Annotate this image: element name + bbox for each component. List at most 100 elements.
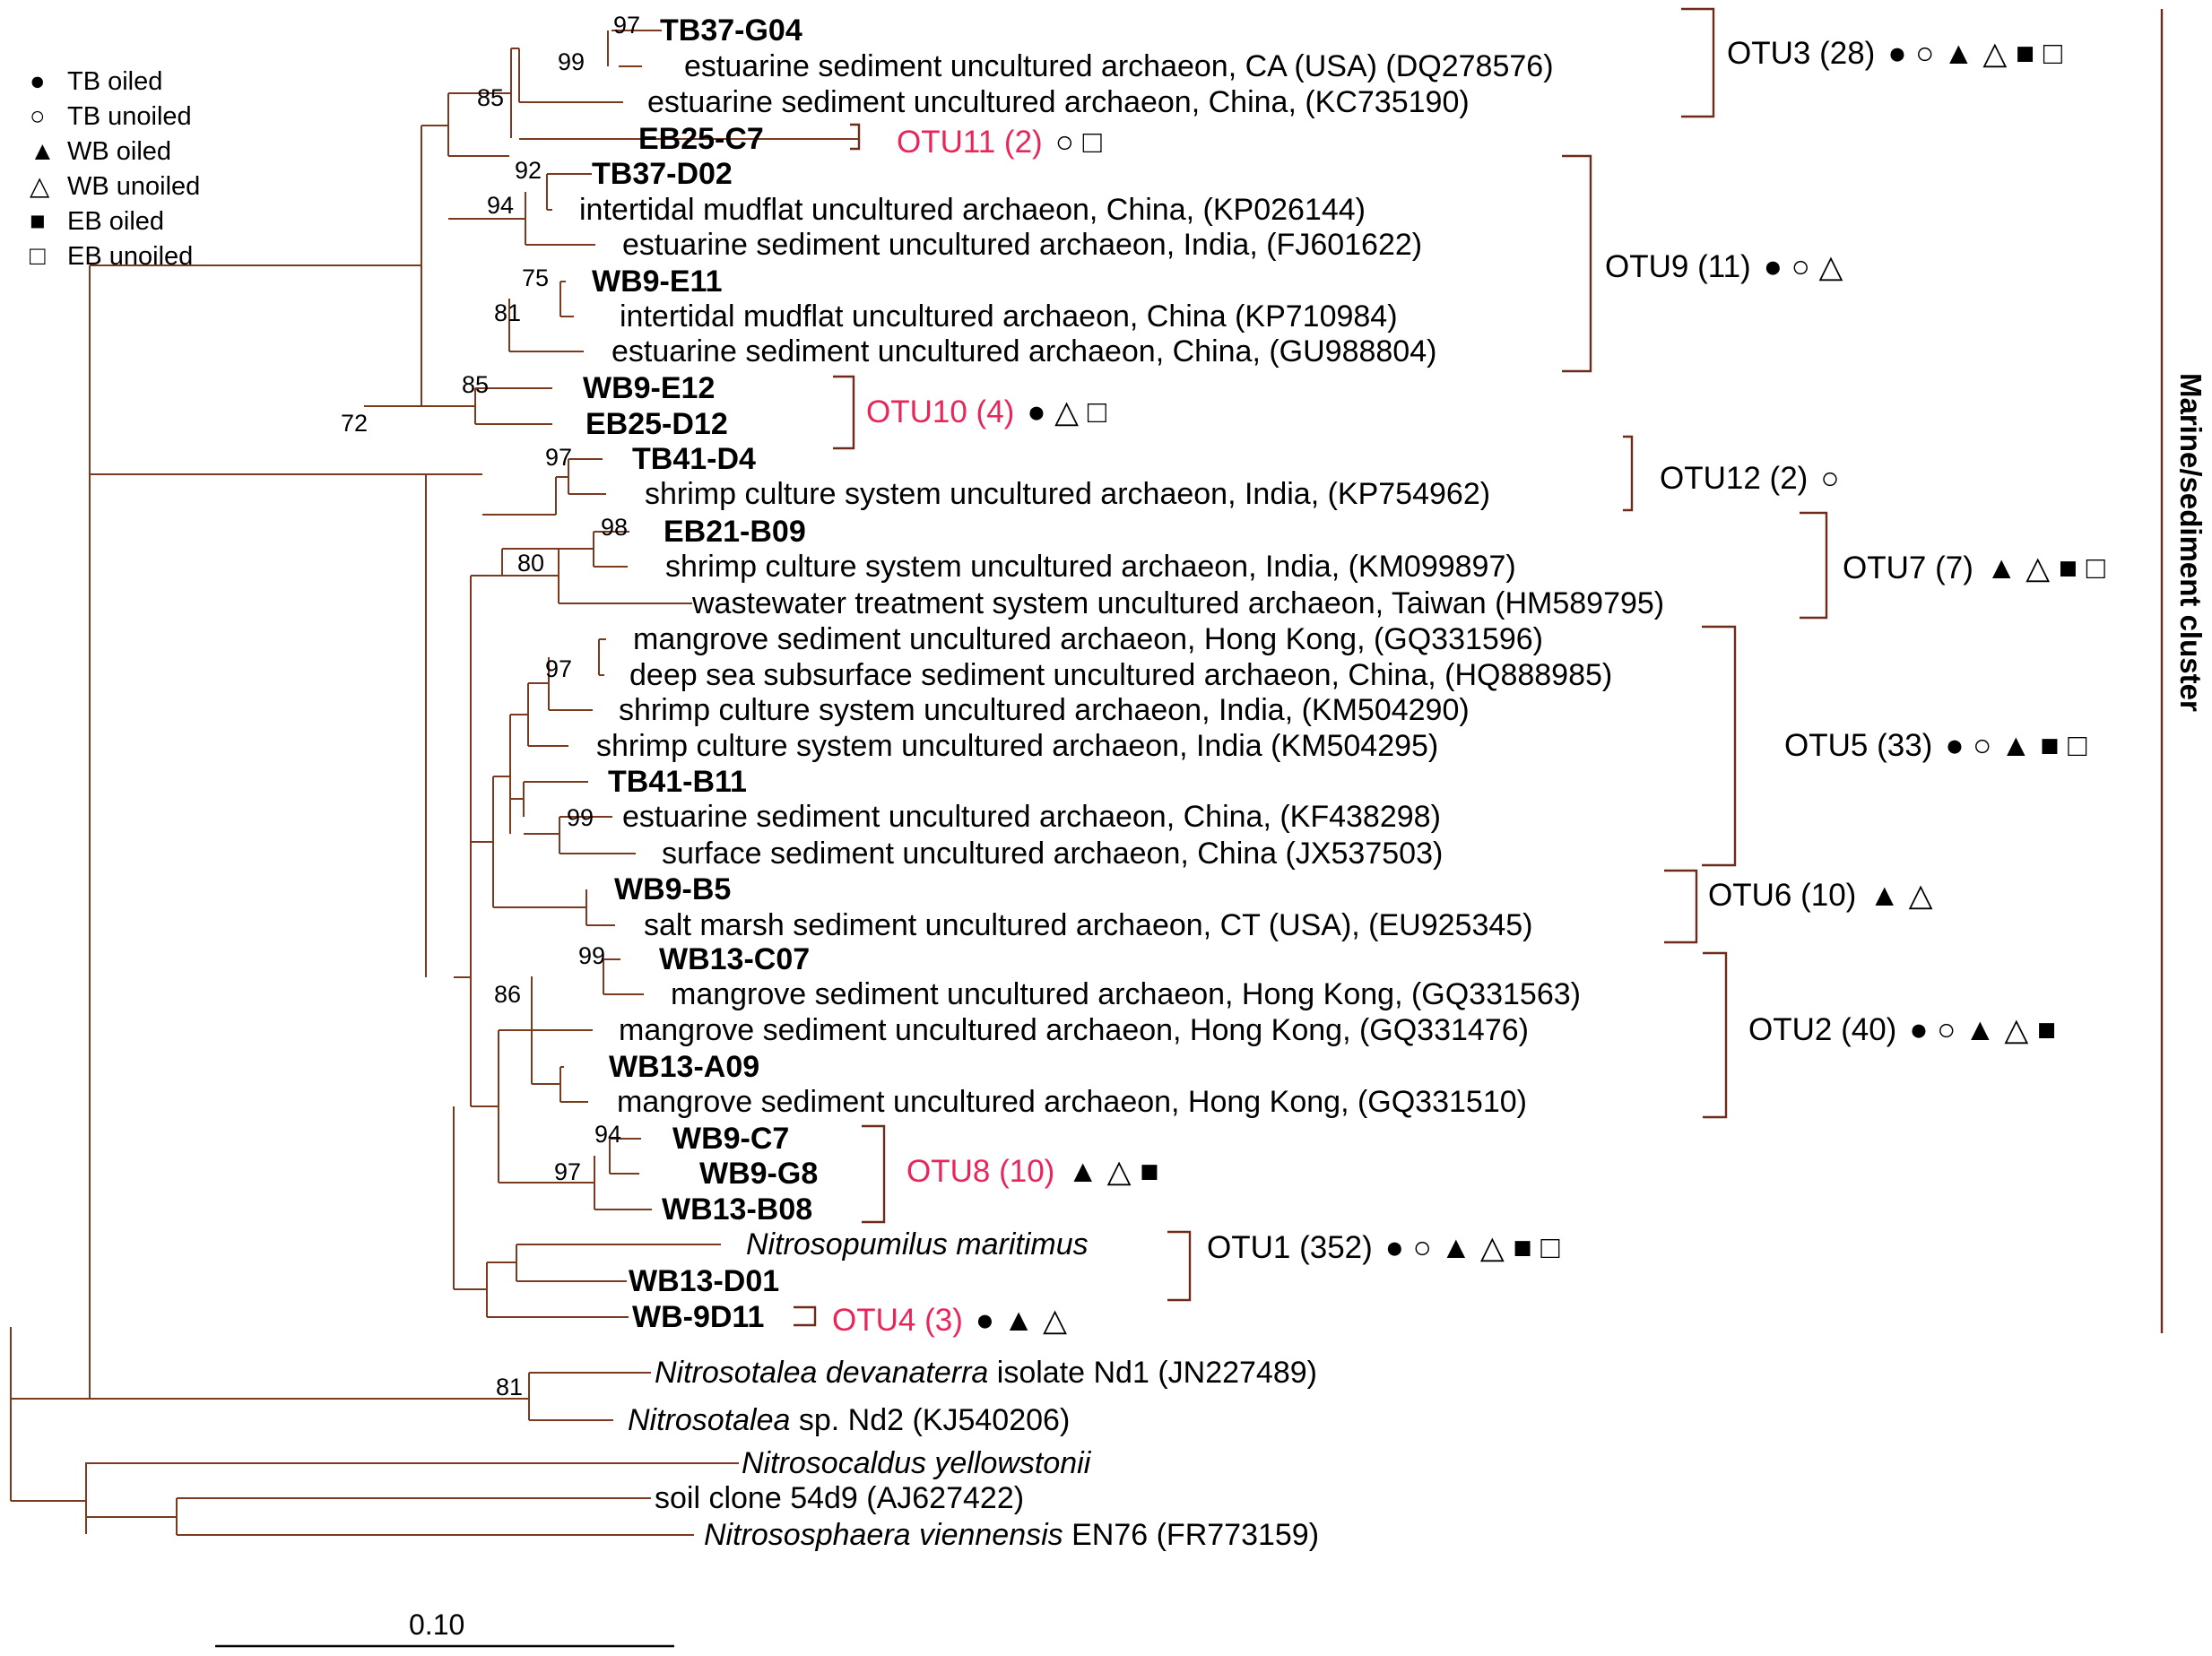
otu-label: OTU4 (3) ● ▲ △ — [832, 1303, 1067, 1338]
leaf-label: mangrove sediment uncultured archaeon, H… — [671, 977, 1581, 1011]
legend-symbol: ○ — [30, 102, 46, 131]
leaf-label-part: WB9-B5 — [614, 872, 731, 906]
leaf-label: estuarine sediment uncultured archaeon, … — [622, 800, 1441, 834]
leaf-label-part: EB21-B09 — [664, 515, 806, 549]
leaf-label-part: mangrove sediment uncultured archaeon, H… — [617, 1085, 1527, 1119]
otu-label: OTU11 (2)○ □ — [897, 125, 1102, 160]
leaf-label: estuarine sediment uncultured archaeon, … — [647, 85, 1470, 119]
leaf-label-part: estuarine sediment uncultured archaeon, … — [622, 800, 1441, 834]
leaf-label-part: Nitrosocaldus yellowstonii — [742, 1446, 1092, 1480]
otu-bracket — [1623, 435, 1634, 512]
otu-symbols: ○ — [1820, 461, 1839, 496]
legend-label: WB oiled — [67, 137, 171, 166]
leaf-label-part: EB25-C7 — [638, 122, 764, 156]
bootstrap-value: 81 — [496, 1374, 523, 1400]
bootstrap-value: 97 — [545, 655, 572, 682]
otu-label: OTU8 (10)▲ △ ■ — [906, 1154, 1158, 1189]
leaf-label: Nitrosotalea sp. Nd2 (KJ540206) — [628, 1403, 1070, 1437]
leaf-label-part: WB9-E12 — [583, 371, 715, 405]
otu-label: OTU9 (11) ● ○ △ — [1605, 249, 1843, 284]
bootstrap-value: 94 — [487, 192, 514, 219]
bootstrap-value: 81 — [494, 299, 521, 326]
legend-symbol: ▲ — [30, 137, 56, 166]
otu-name: OTU12 (2) — [1660, 461, 1808, 496]
legend-symbol: □ — [30, 242, 46, 271]
otu-name: OTU10 (4) — [866, 394, 1014, 429]
tree-branches — [10, 30, 859, 1536]
bootstrap-value: 94 — [594, 1121, 621, 1148]
leaf-label-part: shrimp culture system uncultured archaeo… — [665, 550, 1516, 584]
otu-symbols: ● ○ △ — [1764, 249, 1843, 284]
otu-symbols: ▲ △ — [1869, 878, 1932, 913]
otu-label: OTU2 (40)● ○ ▲ △ ■ — [1748, 1012, 2056, 1047]
otu-name: OTU9 (11) — [1605, 249, 1751, 284]
legend: ●TB oiled○TB unoiled▲WB oiled△WB unoiled… — [30, 67, 200, 271]
legend-symbol: ● — [30, 67, 46, 96]
leaf-label-part: wastewater treatment system uncultured a… — [691, 586, 1664, 620]
leaf-label-part: sp. Nd2 (KJ540206) — [790, 1403, 1070, 1437]
leaf-label: WB13-A09 — [609, 1050, 759, 1084]
leaf-label: estuarine sediment uncultured archaeon, … — [684, 49, 1554, 83]
otu-symbols: ● ○ ▲ △ ■ — [1909, 1012, 2056, 1047]
leaf-label: EB21-B09 — [664, 515, 806, 549]
otu-bracket — [1702, 625, 1737, 867]
leaf-label-part: shrimp culture system uncultured archaeo… — [596, 729, 1438, 763]
otu-label: OTU3 (28) ● ○ ▲ △ ■ □ — [1727, 36, 2062, 71]
otu-symbols: ▲ △ ■ □ — [1986, 551, 2105, 585]
leaf-label-part: TB41-D4 — [632, 442, 756, 476]
leaf-label-part: WB13-A09 — [609, 1050, 759, 1084]
scale-label: 0.10 — [409, 1608, 464, 1641]
leaf-label-part: WB-9D11 — [632, 1300, 764, 1334]
leaf-label-part: Nitrosotalea — [628, 1403, 790, 1437]
leaf-label: WB9-G8 — [699, 1157, 818, 1191]
leaf-label: WB9-E11 — [592, 264, 723, 299]
otu-bracket — [1681, 7, 1715, 118]
leaf-label: Nitrosopumilus maritimus — [746, 1227, 1089, 1262]
otu-symbols: ● △ □ — [1027, 394, 1106, 429]
leaf-label: WB13-C07 — [659, 942, 810, 976]
leaf-label-part: TB41-B11 — [608, 765, 747, 799]
leaf-label: EB25-C7 — [638, 122, 764, 156]
leaf-label: WB9-C7 — [672, 1122, 789, 1156]
leaf-label-part: mangrove sediment uncultured archaeon, H… — [619, 1013, 1529, 1047]
otu-symbols: ● ○ ▲ ■ □ — [1945, 728, 2086, 763]
bootstrap-value: 85 — [477, 84, 504, 111]
leaf-label: estuarine sediment uncultured archaeon, … — [612, 334, 1436, 368]
bootstrap-value: 80 — [517, 550, 544, 577]
leaf-label-part: EN76 (FR773159) — [1063, 1518, 1319, 1552]
leaf-label-part: Nitrosotalea devanaterra — [655, 1356, 988, 1390]
otu-symbols: ● ○ ▲ △ ■ □ — [1887, 36, 2062, 71]
leaf-label: shrimp culture system uncultured archaeo… — [665, 550, 1516, 584]
otu-labels: OTU3 (28) ● ○ ▲ △ ■ □ OTU11 (2)○ □ OTU9 (11… — [832, 36, 2105, 1338]
leaf-label: shrimp culture system uncultured archaeo… — [619, 693, 1470, 727]
otu-name: OTU1 (352) — [1207, 1230, 1373, 1265]
otu-label: OTU5 (33)● ○ ▲ ■ □ — [1784, 728, 2086, 763]
leaf-label-part: WB9-G8 — [699, 1157, 818, 1191]
otu-symbols: ○ □ — [1055, 125, 1102, 160]
leaf-label: salt marsh sediment uncultured archaeon,… — [644, 908, 1533, 942]
leaf-label-part: Nitrosopumilus maritimus — [746, 1227, 1089, 1262]
bootstrap-value: 92 — [515, 157, 542, 184]
leaf-label-part: WB9-C7 — [672, 1122, 789, 1156]
otu-bracket — [1167, 1230, 1192, 1302]
leaf-label-part: surface sediment uncultured archaeon, Ch… — [662, 837, 1443, 871]
bootstrap-value: 99 — [558, 48, 585, 75]
otu-bracket — [1703, 951, 1728, 1119]
otu-brackets — [794, 7, 1828, 1327]
leaf-label-part: mangrove sediment uncultured archaeon, H… — [633, 622, 1543, 656]
legend-label: TB oiled — [67, 67, 162, 96]
legend-label: EB oiled — [67, 207, 164, 236]
leaf-label-part: TB37-D02 — [592, 157, 733, 191]
otu-name: OTU3 (28) — [1727, 36, 1875, 71]
otu-symbols: ● ▲ △ — [976, 1303, 1067, 1338]
otu-name: OTU4 (3) — [832, 1303, 963, 1338]
otu-name: OTU7 (7) — [1843, 551, 1973, 585]
leaf-label: deep sea subsurface sediment uncultured … — [629, 658, 1612, 692]
bootstrap-value: 97 — [545, 444, 572, 471]
bootstrap-value: 99 — [578, 942, 605, 969]
leaf-label-part: intertidal mudflat uncultured archaeon, … — [620, 299, 1398, 334]
bootstrap-value: 86 — [494, 981, 521, 1008]
